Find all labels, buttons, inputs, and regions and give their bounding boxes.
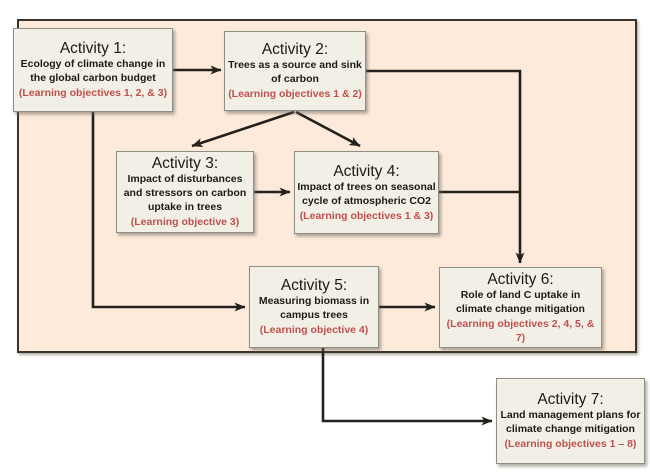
activity-2-box: Activity 2: Trees as a source and sink o… [224, 31, 366, 111]
activity-4-box: Activity 4: Impact of trees on seasonal … [294, 151, 439, 234]
activity-1-title: Activity 1: [59, 40, 127, 58]
activity-6-description: Role of land C uptake in climate change … [456, 288, 585, 315]
activity-5-box: Activity 5: Measuring biomass in campus … [249, 266, 379, 348]
edge-activity2-activity6 [366, 69, 525, 264]
activity-7-description: Land management plans for climate change… [500, 409, 641, 436]
edge-activity2-activity4 [295, 110, 361, 148]
activity-7-objectives: (Learning objectives 1 – 8) [504, 438, 637, 451]
activity-6-objectives: (Learning objectives 2, 4, 5, & 7) [446, 317, 595, 344]
activity-1-description: Ecology of climate change in the global … [20, 58, 166, 85]
activity-6-title: Activity 6: [487, 270, 554, 288]
activity-4-objectives: (Learning objectives 1 & 3) [299, 209, 434, 222]
activity-3-box: Activity 3: Impact of disturbances and s… [116, 151, 254, 233]
activity-2-title: Activity 2: [261, 41, 329, 59]
activity-1-box: Activity 1: Ecology of climate change in… [13, 28, 173, 112]
activity-3-objectives: (Learning objective 3) [130, 216, 240, 229]
activity-7-box: Activity 7: Land management plans for cl… [496, 378, 645, 464]
activity-3-title: Activity 3: [151, 155, 219, 173]
edge-activity1-activity5 [91, 112, 246, 312]
activity-4-description: Impact of trees on seasonal cycle of atm… [297, 180, 436, 207]
activity-4-title: Activity 4: [333, 162, 400, 180]
activity-3-description: Impact of disturbances and stressors on … [123, 173, 247, 214]
activity-5-objectives: (Learning objective 4) [259, 324, 369, 337]
activity-1-objectives: (Learning objectives 1, 2, & 3) [18, 87, 168, 100]
activity-6-box: Activity 6: Role of land C uptake in cli… [439, 267, 602, 348]
activity-7-title: Activity 7: [537, 391, 604, 409]
edge-activity2-activity3 [191, 110, 295, 148]
activity-5-description: Measuring biomass in campus trees [258, 295, 370, 322]
activity-5-title: Activity 5: [280, 277, 348, 295]
activity-2-objectives: (Learning objectives 1 & 2) [228, 88, 362, 101]
activity-2-description: Trees as a source and sink of carbon [228, 59, 362, 86]
edge-activity5-activity7 [321, 348, 493, 426]
